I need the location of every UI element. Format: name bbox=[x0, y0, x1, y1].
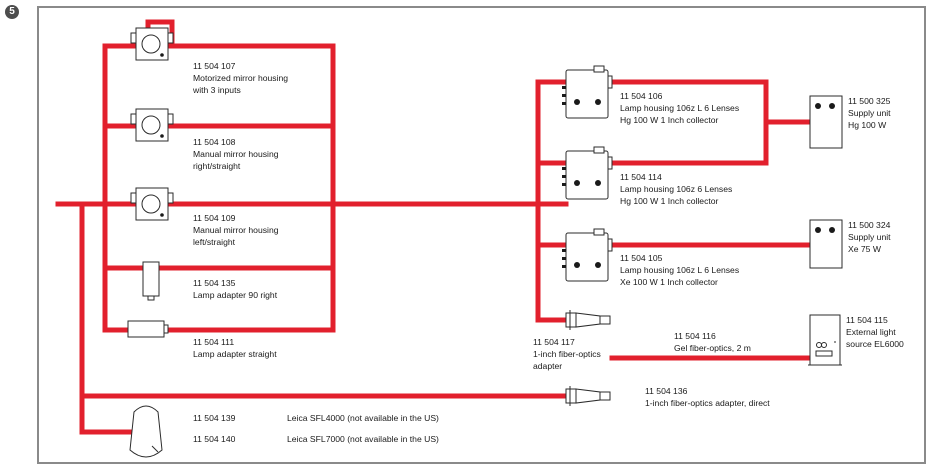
labels: 11 504 107 Motorized mirror housing with… bbox=[192, 61, 904, 444]
motorized-mirror-number: 11 504 107 bbox=[193, 61, 236, 71]
manual-mirror-left-name: Manual mirror housing bbox=[193, 225, 279, 235]
figure-number-badge: 5 bbox=[5, 5, 19, 19]
motorized-mirror-name: Motorized mirror housing bbox=[193, 73, 288, 83]
supply-hg-number: 11 500 325 bbox=[848, 96, 891, 106]
external-light-name: External light bbox=[846, 327, 896, 337]
manual-mirror-left-icon bbox=[130, 187, 174, 221]
lamp-housing-114-detail: Hg 100 W 1 Inch collector bbox=[620, 196, 719, 206]
lamp-housing-105-name: Lamp housing 106z L 6 Lenses bbox=[620, 265, 739, 275]
fiber-adapter-detail: adapter bbox=[533, 361, 562, 371]
lamp-housing-105-detail: Xe 100 W 1 Inch collector bbox=[620, 277, 718, 287]
supply-unit-hg-icon bbox=[809, 95, 843, 149]
supply-unit-xe-icon bbox=[809, 219, 843, 269]
supply-hg-name: Supply unit bbox=[848, 108, 891, 118]
lamp-adapter-90-number: 11 504 135 bbox=[193, 278, 236, 288]
gel-fiber-name: Gel fiber-optics, 2 m bbox=[674, 343, 751, 353]
external-light-source-icon bbox=[808, 314, 842, 366]
lamp-housing-114-name: Lamp housing 106z 6 Lenses bbox=[620, 184, 732, 194]
external-light-detail: source EL6000 bbox=[846, 339, 904, 349]
manual-mirror-right-icon bbox=[130, 108, 174, 142]
direct-adapter-line bbox=[79, 201, 569, 399]
gel-fiber-number: 11 504 116 bbox=[674, 331, 716, 341]
lamp-adapter-straight-number: 11 504 111 bbox=[193, 337, 234, 347]
fiber-adapter-name: 1-inch fiber-optics bbox=[533, 349, 601, 359]
fiber-adapter-direct-name: 1-inch fiber-optics adapter, direct bbox=[645, 398, 770, 408]
sfl4000-name: Leica SFL4000 (not available in the US) bbox=[287, 413, 439, 423]
lamp-housing-105-icon bbox=[562, 228, 613, 282]
supply-hg-detail: Hg 100 W bbox=[848, 120, 887, 130]
lamp-housing-114-number: 11 504 114 bbox=[620, 172, 662, 182]
manual-mirror-right-name: Manual mirror housing bbox=[193, 149, 279, 159]
diagram-frame bbox=[37, 6, 926, 464]
lamp-housing-105-number: 11 504 105 bbox=[620, 253, 663, 263]
sfl-light-icon bbox=[129, 405, 163, 458]
supply-xe-number: 11 500 324 bbox=[848, 220, 891, 230]
lamp-housing-106-detail: Hg 100 W 1 Inch collector bbox=[620, 115, 719, 125]
lamp-adapter-90-icon bbox=[142, 261, 160, 301]
manual-mirror-left-number: 11 504 109 bbox=[193, 213, 236, 223]
connection-lines bbox=[55, 19, 813, 435]
lamp-adapter-straight-name: Lamp adapter straight bbox=[193, 349, 277, 359]
sfl4000-number: 11 504 139 bbox=[193, 413, 236, 423]
lamp-housing-106-name: Lamp housing 106z L 6 Lenses bbox=[620, 103, 739, 113]
motorized-mirror-detail: with 3 inputs bbox=[192, 85, 241, 95]
lamp-adapter-straight-icon bbox=[127, 320, 169, 338]
sfl-line bbox=[79, 393, 133, 435]
supply-xe-detail: Xe 75 W bbox=[848, 244, 882, 254]
manual-mirror-right-detail: right/straight bbox=[193, 161, 241, 171]
lamp-adapter-90-name: Lamp adapter 90 right bbox=[193, 290, 278, 300]
supply-xe-name: Supply unit bbox=[848, 232, 891, 242]
motorized-mirror-housing-icon bbox=[130, 27, 174, 61]
sfl7000-name: Leica SFL7000 (not available in the US) bbox=[287, 434, 439, 444]
lamp-housing-106-number: 11 504 106 bbox=[620, 91, 663, 101]
manual-mirror-left-detail: left/straight bbox=[193, 237, 236, 247]
lamp-housing-106-icon bbox=[562, 65, 613, 119]
lamp-housing-114-icon bbox=[562, 146, 613, 200]
fiber-adapter-direct-icon bbox=[565, 386, 611, 406]
fiber-adapter-direct-number: 11 504 136 bbox=[645, 386, 688, 396]
external-light-number: 11 504 115 bbox=[846, 315, 888, 325]
fiber-adapter-number: 11 504 117 bbox=[533, 337, 575, 347]
fiber-adapter-icon bbox=[565, 310, 611, 330]
manual-mirror-right-number: 11 504 108 bbox=[193, 137, 236, 147]
sfl7000-number: 11 504 140 bbox=[193, 434, 236, 444]
